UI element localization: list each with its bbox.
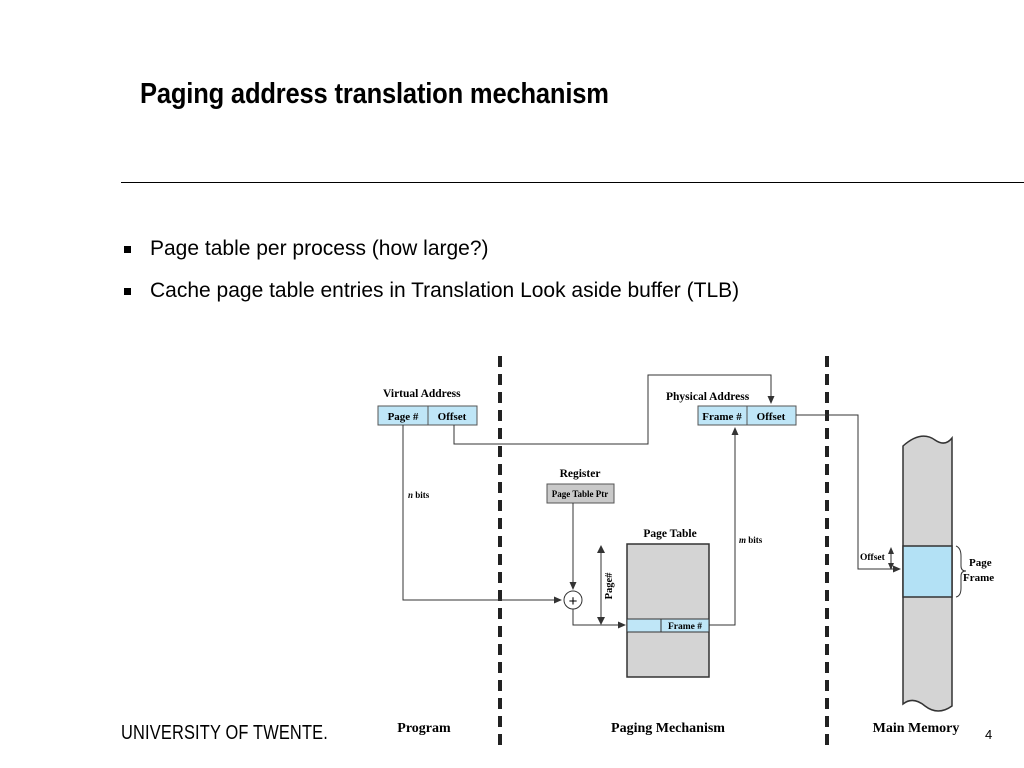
page-index-arrow-bottom bbox=[597, 617, 605, 625]
memory-offset-arrow-top bbox=[888, 547, 894, 554]
vaddr-page-field: Page # bbox=[388, 411, 419, 423]
paddr-frame-field: Frame # bbox=[702, 411, 742, 423]
adder-to-table-path bbox=[572, 609, 626, 629]
adder-symbol: + bbox=[569, 593, 578, 610]
register-label: Register bbox=[560, 468, 601, 480]
main-memory bbox=[902, 435, 953, 712]
page-table-entry-field: Frame # bbox=[668, 622, 702, 632]
bullet-marker bbox=[124, 288, 131, 295]
memory-offset-label: Offset bbox=[860, 553, 886, 563]
page-frame-box bbox=[902, 545, 953, 598]
title-divider bbox=[121, 182, 1024, 183]
m-bits-label: m bits bbox=[739, 535, 763, 545]
page-frame-brace bbox=[955, 545, 967, 598]
page-number: 4 bbox=[985, 727, 993, 742]
physical-address-box: Frame # Offset bbox=[697, 405, 797, 426]
page-index-arrow-top bbox=[597, 545, 605, 553]
slide-title: Paging address translation mechanism bbox=[140, 78, 609, 110]
section-main-memory: Main Memory bbox=[873, 721, 960, 736]
bullet-marker bbox=[124, 246, 131, 253]
bullet-text: Cache page table entries in Translation … bbox=[150, 279, 740, 302]
paddr-offset-field: Offset bbox=[757, 411, 786, 423]
vaddr-offset-field: Offset bbox=[438, 411, 467, 423]
bullet-item: Cache page table entries in Translation … bbox=[122, 280, 739, 301]
physical-offset-path bbox=[796, 414, 901, 573]
bullet-list: Page table per process (how large?) Cach… bbox=[122, 238, 739, 322]
bullet-text: Page table per process (how large?) bbox=[150, 237, 489, 260]
memory-offset-arrow-bottom bbox=[888, 563, 894, 570]
bullet-item: Page table per process (how large?) bbox=[122, 238, 739, 259]
section-paging-mechanism: Paging Mechanism bbox=[611, 721, 725, 736]
section-program: Program bbox=[397, 721, 451, 736]
page-frame-label-2: Frame bbox=[963, 572, 994, 584]
page-number-path bbox=[402, 425, 562, 604]
register-box: Page Table Ptr bbox=[546, 483, 615, 504]
university-logo: UNIVERSITY OF TWENTE. bbox=[121, 722, 328, 744]
virtual-address-box: Page # Offset bbox=[377, 405, 478, 426]
virtual-address-label: Virtual Address bbox=[383, 388, 461, 400]
page-table-label: Page Table bbox=[643, 528, 696, 540]
frame-number-path bbox=[709, 427, 739, 626]
offset-path bbox=[453, 374, 775, 445]
page-index-label: Page# bbox=[604, 572, 615, 600]
physical-address-label: Physical Address bbox=[666, 391, 750, 403]
page-table: Frame # bbox=[626, 543, 710, 678]
adder: + bbox=[563, 590, 583, 610]
page-frame-label-1: Page bbox=[969, 557, 992, 569]
n-bits-label: n bits bbox=[408, 490, 430, 500]
register-field: Page Table Ptr bbox=[552, 489, 609, 499]
